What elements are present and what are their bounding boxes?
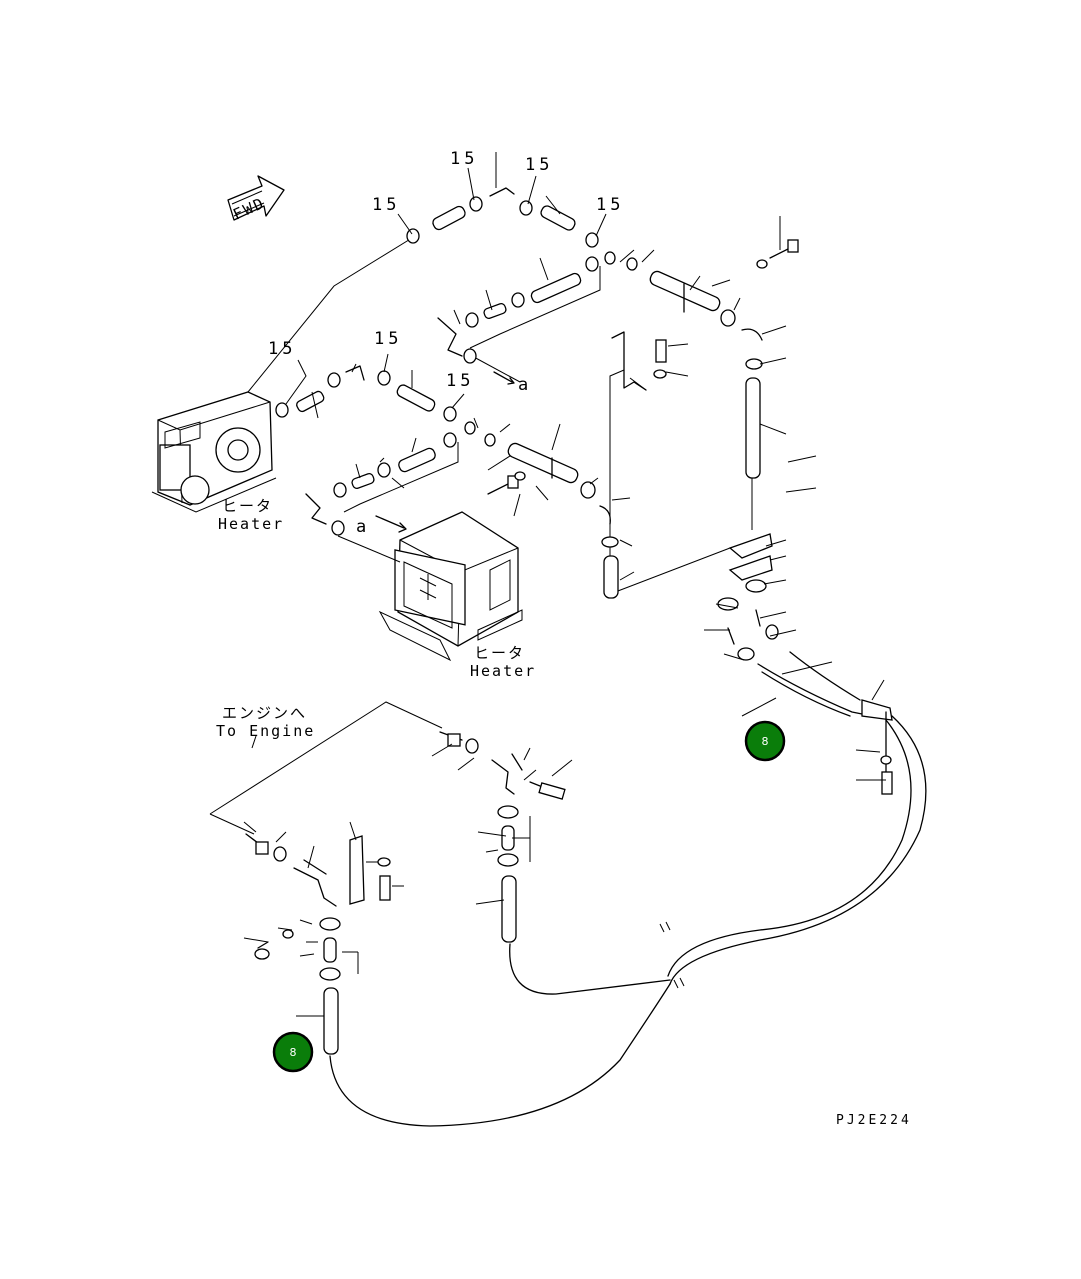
fwd-arrow-icon — [227, 175, 285, 221]
leader-lines-lower — [243, 743, 573, 1017]
leader-lines-upper — [397, 152, 787, 435]
heater-1-label-jp: ヒータ — [222, 497, 273, 515]
heater-2-label-en: Heater — [470, 662, 536, 680]
part-15-label-b: 15 — [450, 149, 478, 169]
heater-1-label-en: Heater — [218, 515, 284, 533]
marker-label-left: 8 — [290, 1046, 297, 1059]
drawing-code: PJ2E224 — [836, 1113, 912, 1128]
hose-break-marks — [659, 921, 685, 989]
to-engine-label-en: To Engine — [216, 722, 315, 740]
right-lower-assembly — [667, 533, 927, 985]
ref-a-upper: a — [518, 375, 532, 395]
fwd-label: FWD — [230, 194, 268, 224]
part-15-label-e: 15 — [268, 339, 296, 359]
heater-unit-1 — [151, 391, 277, 513]
hotspot-marker-right[interactable]: 8 — [744, 720, 786, 762]
heater-unit-2 — [378, 511, 523, 662]
leader-lines-middle — [285, 353, 635, 581]
ref-a-lower: a — [356, 517, 370, 537]
to-engine-label-jp: エンジンへ — [222, 704, 307, 722]
marker-label-right: 8 — [762, 735, 769, 748]
heater-2-label-jp: ヒータ — [474, 644, 525, 662]
part-15-label-f: 15 — [374, 329, 402, 349]
part-15-label-d: 15 — [596, 195, 624, 215]
part-15-label-a: 15 — [372, 195, 400, 215]
upper-hose-network: a — [247, 187, 799, 595]
part-15-label-c: 15 — [525, 155, 553, 175]
part-15-label-g: 15 — [446, 371, 474, 391]
hotspot-marker-left[interactable]: 8 — [272, 1031, 314, 1073]
leader-lines-right — [704, 455, 886, 781]
lower-assembly — [209, 701, 671, 1127]
middle-hose-network: a — [275, 365, 619, 599]
